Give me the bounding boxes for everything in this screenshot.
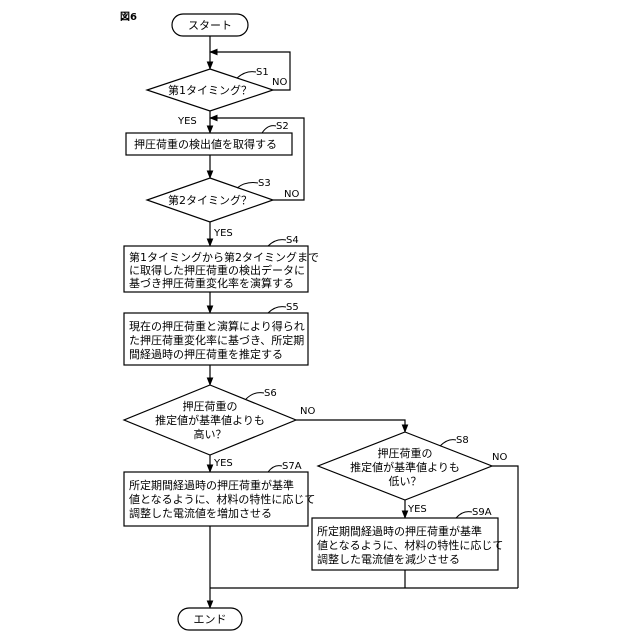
step-label-s2: S2 [276, 121, 289, 132]
branch-label-s1-no: NO [272, 77, 287, 88]
branch-label-s6-no: NO [300, 406, 315, 417]
branch-label-s6-yes: YES [213, 458, 233, 469]
decision-s3-text: 第2タイミング？ [168, 193, 252, 207]
decision-s8-line-2: 推定値が基準値よりも [350, 460, 460, 474]
leader-s6 [246, 393, 264, 399]
process-s7a-line-3: 調整した電流値を増加させる [129, 506, 272, 520]
step-label-s5: S5 [286, 302, 299, 313]
step-label-s1: S1 [256, 67, 269, 78]
decision-s6-line-1: 押圧荷重の [183, 399, 238, 413]
leader-s5 [268, 307, 286, 313]
process-s2-text: 押圧荷重の検出値を取得する [134, 137, 277, 151]
branch-label-s3-no: NO [284, 189, 299, 200]
process-s9a-line-1: 所定期間経過時の押圧荷重が基準 [317, 524, 482, 538]
decision-s1-text: 第1タイミング？ [168, 83, 252, 97]
branch-label-s8-no: NO [492, 452, 507, 463]
decision-s8-line-3: 低い？ [389, 475, 422, 488]
process-s5-line-1: 現在の押圧荷重と演算により得られ [129, 319, 305, 333]
process-s7a-line-2: 値となるように、材料の特性に応じて [129, 492, 315, 506]
leader-s1 [237, 72, 256, 78]
branch-label-s8-yes: YES [407, 504, 427, 515]
decision-s6-line-3: 高い？ [194, 427, 227, 441]
end-label: エンド [194, 613, 227, 626]
process-s5-line-3: 間経過時の押圧荷重を推定する [129, 347, 283, 361]
process-s5-line-2: た押圧荷重変化率に基づき、所定期 [129, 333, 304, 347]
process-s9a-line-3: 調整した電流値を減少させる [317, 552, 460, 566]
process-s9a-line-2: 値となるように、材料の特性に応じて [317, 538, 503, 552]
decision-s6-line-2: 推定値が基準値よりも [155, 413, 265, 427]
step-label-s7a: S7A [282, 461, 302, 472]
process-s4-line-1: 第1タイミングから第2タイミングまで [129, 250, 319, 264]
connector-s6-no-s8 [296, 420, 405, 432]
step-label-s3: S3 [258, 178, 271, 189]
start-label: スタート [188, 19, 232, 32]
leader-s2 [262, 126, 276, 133]
figure-label: 図6 [120, 11, 137, 23]
step-label-s4: S4 [286, 235, 299, 246]
decision-s8-line-1: 押圧荷重の [378, 446, 433, 460]
step-label-s6: S6 [264, 388, 277, 399]
process-s4-line-2: に取得した押圧荷重の検出データに [129, 263, 305, 277]
branch-label-s3-yes: YES [213, 228, 233, 239]
leader-s8 [440, 440, 456, 446]
leader-s4 [268, 240, 286, 246]
step-label-s9a: S9A [472, 507, 492, 518]
process-s7a-line-1: 所定期間経過時の押圧荷重が基準 [129, 478, 294, 492]
leader-s9a [456, 512, 472, 518]
step-label-s8: S8 [456, 435, 469, 446]
leader-s3 [237, 183, 258, 188]
leader-s7a [268, 466, 282, 472]
branch-label-s1-yes: YES [177, 116, 197, 127]
process-s4-line-3: 基づき押圧荷重変化率を演算する [129, 276, 294, 290]
